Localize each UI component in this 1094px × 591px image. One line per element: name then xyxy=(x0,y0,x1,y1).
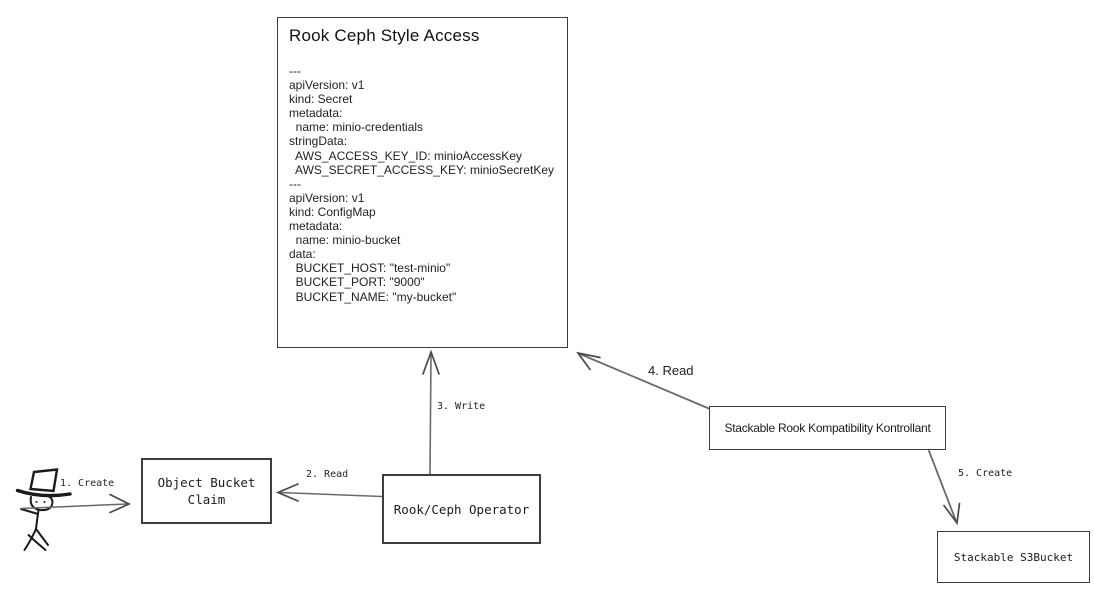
user-stick-figure-icon xyxy=(15,468,72,551)
arrow-3-label: 3. Write xyxy=(437,401,486,412)
arrow-1-label: 1. Create xyxy=(60,478,115,489)
node-object-bucket-claim: Object Bucket Claim xyxy=(141,458,272,524)
node-rook-ceph-operator: Rook/Ceph Operator xyxy=(382,474,541,544)
node-rook-ceph-style-access: Rook Ceph Style Access --- apiVersion: v… xyxy=(277,17,568,348)
node-rook-ceph-style-access-title: Rook Ceph Style Access xyxy=(289,26,480,45)
arrow-4-read xyxy=(576,351,711,410)
node-stackable-rook-kompatibility-kontrollant: Stackable Rook Kompatibility Kontrollant xyxy=(709,406,946,450)
arrow-1-create xyxy=(20,493,131,514)
node-stackable-s3bucket: Stackable S3Bucket xyxy=(937,531,1090,583)
arrow-2-label: 2. Read xyxy=(306,469,349,480)
arrow-4-label: 4. Read xyxy=(648,363,694,378)
arrow-2-read xyxy=(275,483,383,502)
arrow-3-write xyxy=(422,349,440,475)
arrow-5-create xyxy=(928,450,961,526)
yaml-manifest-text: --- apiVersion: v1 kind: Secret metadata… xyxy=(289,64,554,304)
arrow-5-label: 5. Create xyxy=(958,468,1013,479)
